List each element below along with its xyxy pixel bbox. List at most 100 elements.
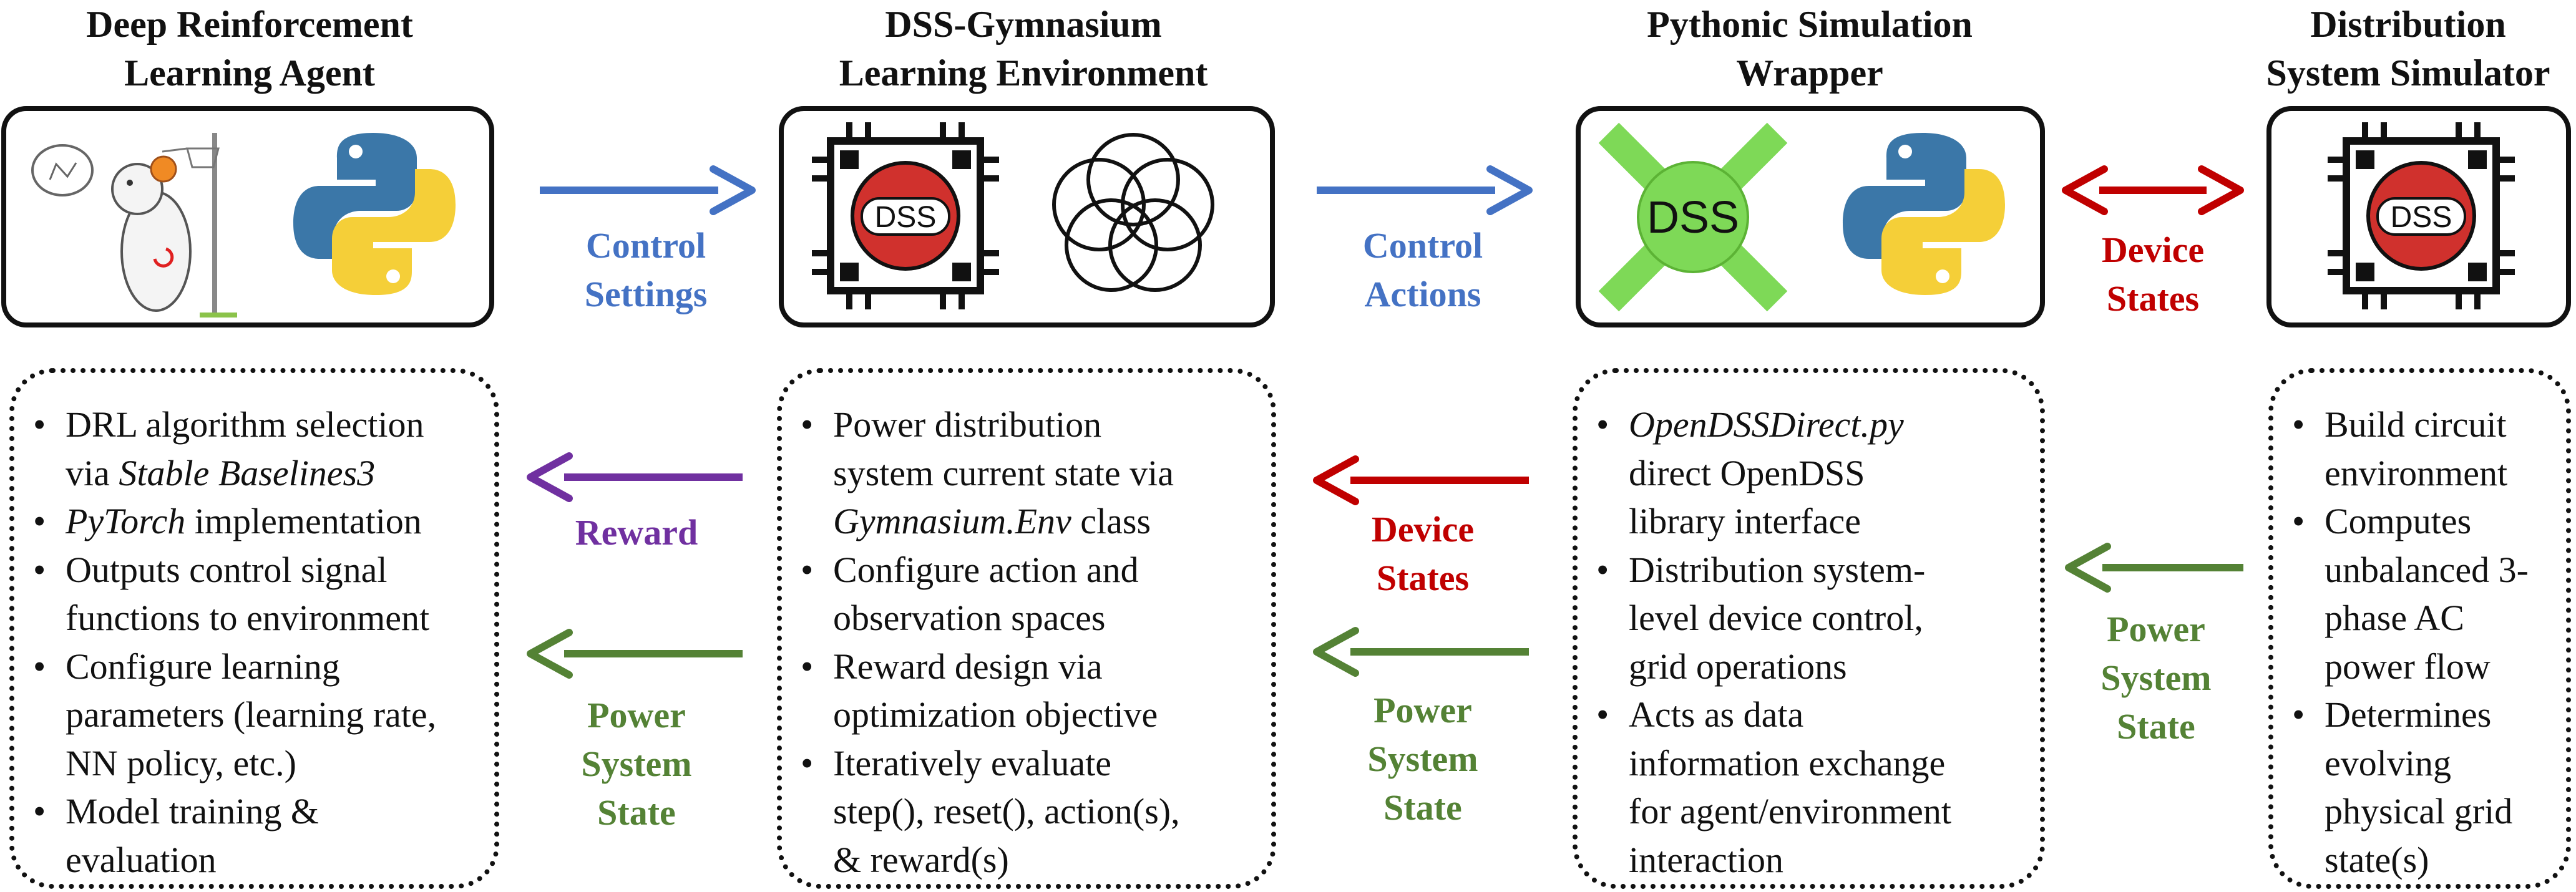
power-system-state-1-arrow bbox=[527, 629, 743, 679]
bullet-line: •DRL algorithm selection bbox=[28, 400, 436, 449]
bullet-line: step(), reset(), action(s), bbox=[796, 787, 1180, 836]
bullet-marker: • bbox=[1596, 404, 1609, 445]
bullet-marker: • bbox=[33, 791, 46, 831]
environment-title: DSS-Gymnasium Learning Environment bbox=[839, 4, 1208, 94]
bullet-text: unbalanced 3- bbox=[2325, 549, 2529, 590]
power-system-state-2-label: Power System State bbox=[1367, 690, 1478, 828]
bullet-line: physical grid bbox=[2287, 787, 2529, 836]
bullet-marker: • bbox=[801, 549, 814, 590]
bullet-line: •Determines bbox=[2287, 691, 2529, 739]
arrow-head bbox=[527, 452, 573, 502]
arrow-head bbox=[710, 165, 756, 215]
bullet-line: • Configure learning bbox=[28, 642, 436, 691]
arrow-head bbox=[1313, 627, 1359, 677]
bullet-text: Configure action and bbox=[833, 549, 1139, 590]
bullet-text: via bbox=[66, 452, 119, 493]
control-actions-label: Control Actions bbox=[1362, 225, 1483, 314]
bullet-line: •Reward design via bbox=[796, 642, 1180, 691]
bullet-line: direct OpenDSS bbox=[1591, 449, 1951, 498]
dss-label: DSS bbox=[1647, 193, 1739, 243]
bullet-text: Configure learning bbox=[66, 646, 340, 687]
bullet-text: DRL algorithm selection bbox=[66, 404, 424, 445]
bullet-line: •Computes bbox=[2287, 497, 2529, 546]
bullet-text: PyTorch bbox=[66, 501, 186, 541]
bullet-text: observation spaces bbox=[833, 598, 1106, 638]
bullet-text: interaction bbox=[1629, 839, 1784, 880]
bullet-text: Distribution system- bbox=[1629, 549, 1926, 590]
python-logo-icon bbox=[1843, 133, 2005, 295]
bullet-line: system current state via bbox=[796, 449, 1180, 498]
bullet-text: for agent/environment bbox=[1629, 791, 1951, 831]
bullet-line: grid operations bbox=[1591, 642, 1951, 691]
bullet-line: state(s) bbox=[2287, 836, 2529, 885]
bullet-text: Acts as data bbox=[1629, 694, 1804, 735]
gymnasium-logo-icon bbox=[1052, 133, 1214, 292]
reward-label: Reward bbox=[575, 512, 698, 553]
bullet-text: functions to environment bbox=[66, 598, 430, 638]
arrow-head bbox=[2062, 165, 2108, 215]
bullet-line: observation spaces bbox=[796, 594, 1180, 642]
bullet-line: power flow bbox=[2287, 642, 2529, 691]
arrow-head bbox=[1313, 455, 1359, 505]
bullet-text: physical grid bbox=[2325, 791, 2513, 831]
wrapper-title: Pythonic Simulation Wrapper bbox=[1647, 4, 1973, 94]
bullet-text: optimization objective bbox=[833, 694, 1158, 735]
bullet-line: for agent/environment bbox=[1591, 787, 1951, 836]
device-states-bottom-arrow bbox=[1313, 455, 1529, 505]
bullet-text: power flow bbox=[2325, 646, 2491, 687]
bullet-line: parameters (learning rate, bbox=[28, 691, 436, 739]
dss-label: DSS bbox=[2391, 201, 2452, 234]
bullet-line: •Power distribution bbox=[796, 400, 1180, 449]
arrow-head bbox=[1486, 165, 1533, 215]
bullet-line: NN policy, etc.) bbox=[28, 739, 436, 788]
bullet-text: phase AC bbox=[2325, 598, 2464, 638]
bullet-line: information exchange bbox=[1591, 739, 1951, 788]
bullet-line: phase AC bbox=[2287, 594, 2529, 642]
bullet-text: direct OpenDSS bbox=[1629, 452, 1865, 493]
bullet-text: Model training & bbox=[66, 791, 319, 831]
bullet-line: interaction bbox=[1591, 836, 1951, 885]
bullet-text: environment bbox=[2325, 452, 2508, 493]
bullet-line: unbalanced 3- bbox=[2287, 546, 2529, 594]
arrow-head bbox=[2198, 165, 2244, 215]
bullet-line: & reward(s) bbox=[796, 836, 1180, 885]
simulator-icon-box: DSS bbox=[2266, 106, 2571, 327]
bullet-text: evolving bbox=[2325, 742, 2451, 783]
bullet-line: • Configure action and bbox=[796, 546, 1180, 594]
bullet-line: optimization objective bbox=[796, 691, 1180, 739]
bullet-line: library interface bbox=[1591, 497, 1951, 546]
bullet-text: implementation bbox=[185, 501, 422, 541]
bullet-marker: • bbox=[33, 646, 46, 687]
bullet-text: Reward design via bbox=[833, 646, 1103, 687]
bullet-line: functions to environment bbox=[28, 594, 436, 642]
bullet-line: • Acts as data bbox=[1591, 691, 1951, 739]
simulator-title: Distribution System Simulator bbox=[2266, 4, 2550, 94]
bullet-text: OpenDSSDirect.py bbox=[1629, 404, 1904, 445]
bullet-line: • OpenDSSDirect.py bbox=[1591, 400, 1951, 449]
agent-title: Deep Reinforcement Learning Agent bbox=[86, 4, 413, 94]
bullet-marker: • bbox=[1596, 694, 1609, 735]
control-settings-arrow bbox=[540, 165, 756, 215]
bullet-text: step(), reset(), action(s), bbox=[833, 791, 1180, 831]
power-system-state-1-label: Power System State bbox=[581, 695, 692, 833]
bullet-text: Power distribution bbox=[833, 404, 1102, 445]
device-states-bottom-label: Device States bbox=[1371, 509, 1475, 598]
bullet-text: level device control, bbox=[1629, 598, 1923, 638]
bullet-line: •Build circuit bbox=[2287, 400, 2529, 449]
bullet-marker: • bbox=[1596, 549, 1609, 590]
bullet-text: system current state via bbox=[833, 452, 1174, 493]
bullet-marker: • bbox=[801, 742, 814, 783]
bullet-marker: • bbox=[33, 549, 46, 590]
power-system-state-3-arrow bbox=[2065, 543, 2243, 593]
bullet-text: Gymnasium.Env bbox=[833, 501, 1071, 541]
bullet-text: Determines bbox=[2325, 694, 2492, 735]
bullet-marker: • bbox=[33, 501, 46, 541]
bullet-text: parameters (learning rate, bbox=[66, 694, 437, 735]
dss-chip-icon: DSS bbox=[2328, 122, 2515, 309]
